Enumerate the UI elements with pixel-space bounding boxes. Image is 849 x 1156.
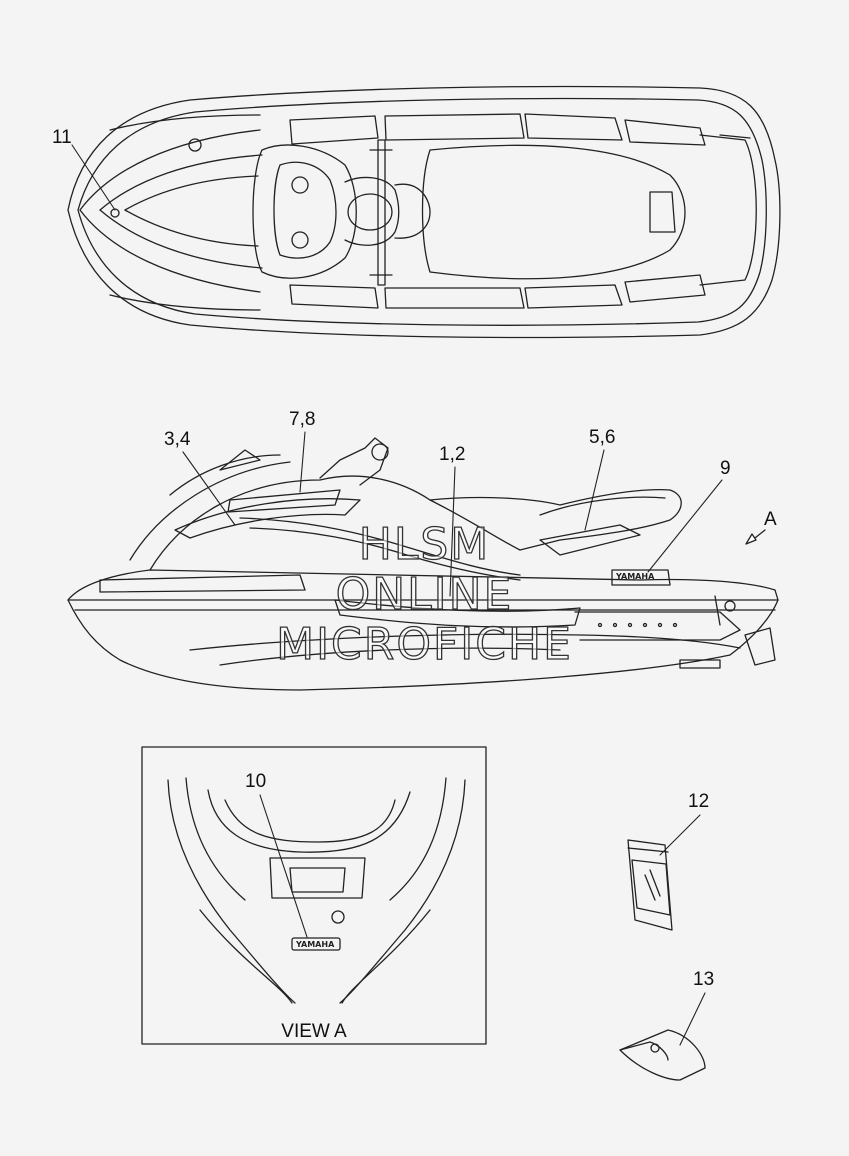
view-a-title: VIEW A xyxy=(281,1021,347,1042)
view-a-marker: A xyxy=(764,509,777,530)
callout-7-8: 7,8 xyxy=(289,409,316,430)
callout-10: 10 xyxy=(245,771,267,792)
leader-9 xyxy=(647,479,723,573)
decal-brand-side: YAMAHA xyxy=(616,572,655,581)
view-a-drawing xyxy=(167,777,466,1004)
leader-12 xyxy=(659,814,701,856)
watermark-line-2: ONLINE xyxy=(335,569,514,620)
top-view-hull xyxy=(67,85,781,339)
leader-11 xyxy=(71,144,116,211)
leader-10 xyxy=(259,794,308,938)
leader-5-6 xyxy=(584,449,605,531)
callout-5-6: 5,6 xyxy=(589,427,616,448)
callout-11: 11 xyxy=(52,127,72,148)
view-a-frame xyxy=(141,746,487,1045)
leader-3-4 xyxy=(182,451,236,526)
view-a-arrow-icon xyxy=(745,529,766,545)
decal-brand-view-a: YAMAHA xyxy=(296,940,335,949)
callout-3-4: 3,4 xyxy=(164,429,191,450)
item-12-decal-pouch xyxy=(627,839,673,931)
callout-12: 12 xyxy=(688,791,710,812)
callout-13: 13 xyxy=(693,969,715,990)
leader-1-2 xyxy=(449,466,456,597)
item-13-pouch xyxy=(619,1029,706,1081)
side-view-hull xyxy=(67,437,779,691)
watermark-line-3: MICROFICHE xyxy=(275,619,573,670)
leader-13 xyxy=(679,992,706,1046)
leader-lines xyxy=(71,144,723,1046)
watermark-line-1: HLSM xyxy=(358,519,491,570)
leader-7-8 xyxy=(299,431,306,493)
callout-9: 9 xyxy=(720,458,731,479)
callout-1-2: 1,2 xyxy=(439,444,466,465)
